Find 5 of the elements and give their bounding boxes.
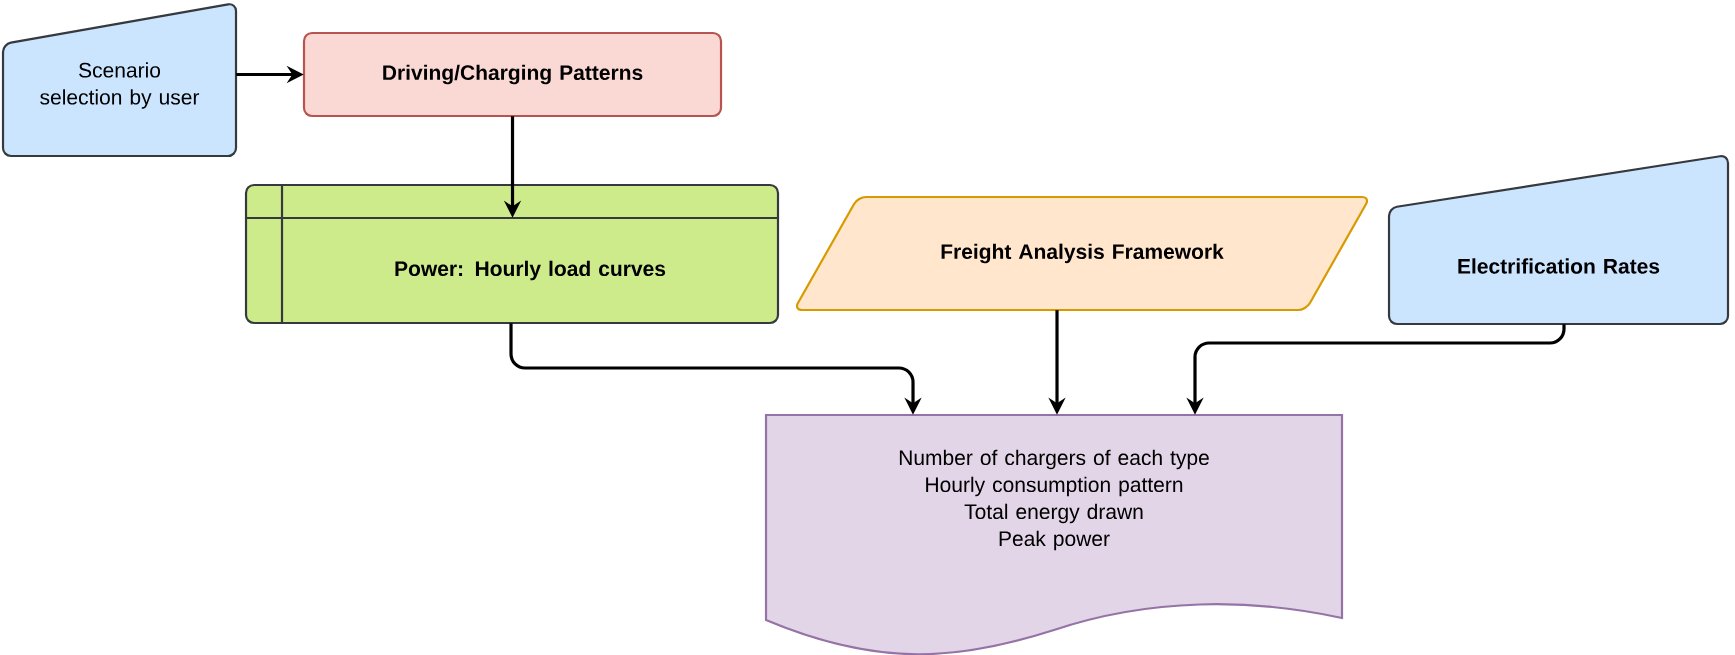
storage-box: Power: Hourly load curves — [244, 183, 780, 325]
data-parallelogram: Freight Analysis Framework — [795, 195, 1369, 312]
input-box: Electrification Rates — [1387, 155, 1730, 326]
process-box: Driving/Charging Patterns — [302, 31, 723, 118]
input-box: Scenario selection by user — [1, 3, 238, 158]
